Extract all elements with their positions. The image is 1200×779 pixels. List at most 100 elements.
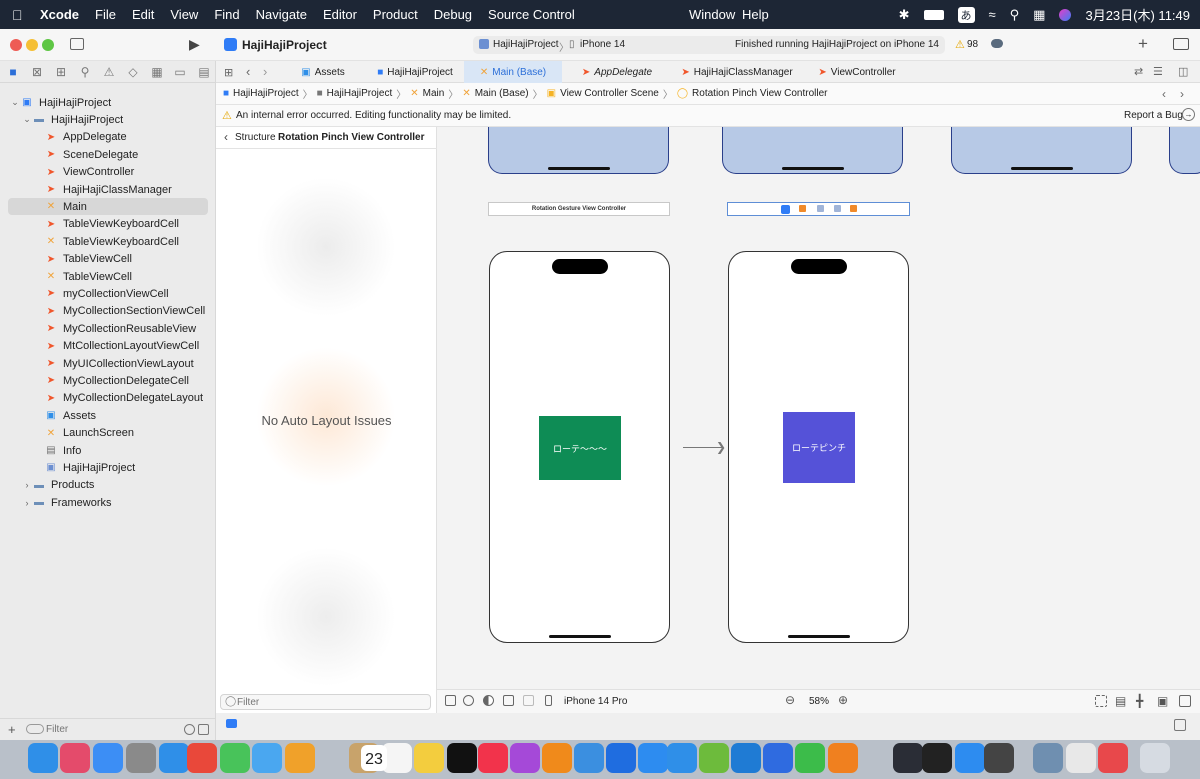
source-control-icon[interactable]: ⊠ (31, 65, 43, 79)
keynote-icon[interactable] (763, 743, 793, 773)
menu-source-control[interactable]: Source Control (488, 7, 575, 22)
recent-files-icon[interactable] (184, 724, 195, 735)
scene-phone-top[interactable] (1169, 127, 1200, 174)
battery-icon[interactable] (923, 9, 944, 20)
menubar-clock[interactable]: 3月23日(木) 11:49 (1085, 8, 1190, 23)
mail-icon[interactable] (93, 743, 123, 773)
menu-debug[interactable]: Debug (433, 7, 473, 22)
menu-help[interactable]: Help (742, 7, 769, 22)
scene-title-bar[interactable]: Rotation Gesture View Controller (488, 202, 670, 216)
report-icon[interactable]: ▤ (198, 65, 210, 79)
tree-item[interactable]: ✕TableViewKeyboardCell (0, 233, 216, 250)
vscode-icon[interactable] (731, 743, 761, 773)
gesture-icon[interactable] (817, 205, 824, 212)
menu-find[interactable]: Find (214, 7, 240, 22)
jump-file[interactable]: Main (422, 88, 445, 99)
rotation-pinch-view[interactable]: ローテピンチ (783, 412, 855, 483)
add-file-button[interactable]: + (8, 722, 16, 737)
photos-icon[interactable] (285, 743, 315, 773)
apple-menu-icon[interactable]:  (12, 7, 32, 23)
disclosure-icon[interactable]: ⌄ (23, 114, 31, 125)
run-button[interactable]: ▶ (189, 36, 200, 52)
segue-arrow-icon[interactable]: ❯ (716, 440, 727, 454)
arrow-right-circle-icon[interactable]: → (1182, 108, 1195, 121)
tree-item[interactable]: ➤MyUICollectionViewLayout (0, 355, 216, 372)
preview-icon[interactable] (1033, 743, 1063, 773)
gesture-icon[interactable] (834, 205, 841, 212)
outline-toggle-icon[interactable] (445, 695, 456, 706)
tree-item[interactable]: ➤AppDelegate (0, 129, 216, 146)
spotlight-icon[interactable]: ⚲ (1009, 6, 1020, 22)
close-window-button[interactable] (10, 39, 22, 51)
tree-item[interactable]: ➤MtCollectionLayoutViewCell (0, 338, 216, 355)
tree-item[interactable]: ➤TableViewCell (0, 251, 216, 268)
report-bug-link[interactable]: Report a Bug (1124, 110, 1183, 121)
debug-icon[interactable]: ▦ (151, 65, 163, 79)
keka-icon[interactable] (699, 743, 729, 773)
find-icon[interactable]: ⚲ (80, 65, 90, 79)
tree-item[interactable]: ➤MyCollectionReusableView (0, 320, 216, 337)
terminal-icon[interactable] (922, 743, 952, 773)
app-store-icon[interactable] (638, 743, 668, 773)
tree-item[interactable]: ✕Main (8, 198, 208, 216)
zoom-level[interactable]: 58% (809, 696, 830, 707)
numbers-icon[interactable] (795, 743, 825, 773)
menu-file[interactable]: File (95, 7, 116, 22)
warning-icon[interactable]: ⚠ (955, 39, 965, 51)
scene-phone-top[interactable] (488, 127, 669, 174)
back-button[interactable]: ‹ (246, 64, 251, 79)
notes-icon[interactable] (414, 743, 444, 773)
align-icon[interactable]: ▤ (1115, 694, 1127, 708)
launchpad-icon[interactable] (60, 743, 90, 773)
tab-appdelegate[interactable]: ➤AppDelegate (562, 61, 672, 83)
jump-localization[interactable]: Main (Base) (474, 88, 529, 99)
scm-filter-icon[interactable] (198, 724, 209, 735)
refresh-icon[interactable]: ⇄ (1134, 66, 1144, 78)
device-icon[interactable] (545, 695, 552, 706)
previous-issue-icon[interactable]: ‹ (1162, 87, 1166, 101)
tab-main-base[interactable]: ✕Main (Base) (464, 61, 562, 83)
tree-item[interactable]: ➤SceneDelegate (0, 146, 216, 163)
tree-item[interactable]: ➤HajiHajiClassManager (0, 181, 216, 198)
pages-icon[interactable] (828, 743, 858, 773)
debug-area-toggle[interactable] (226, 719, 237, 728)
navigator-filter-input[interactable] (46, 722, 176, 737)
exit-icon[interactable] (850, 205, 857, 212)
menu-app[interactable]: Xcode (40, 7, 80, 22)
inspector-toggle-icon[interactable] (1173, 38, 1189, 50)
zoom-out-icon[interactable]: ⊖ (785, 693, 796, 707)
tree-item[interactable]: ➤MyCollectionDelegateCell (0, 372, 216, 389)
menu-edit[interactable]: Edit (131, 7, 155, 22)
folder-icon[interactable]: ■ (9, 65, 17, 79)
jump-project[interactable]: HajiHajiProject (233, 88, 299, 99)
filter-options-icon[interactable] (26, 724, 44, 734)
simulator-icon[interactable] (606, 743, 636, 773)
storyboard-canvas[interactable]: Rotation Gesture View Controller ローテ〜〜〜 … (437, 127, 1200, 689)
tree-item[interactable]: ⌄▬HajiHajiProject (0, 111, 216, 128)
activity-view[interactable]: HajiHajiProject 〉 ▯ iPhone 14 Finished r… (473, 36, 945, 54)
update-frames-icon[interactable] (1095, 695, 1107, 707)
textedit-icon[interactable] (1066, 743, 1096, 773)
scene-phone-top[interactable] (722, 127, 903, 174)
github-icon[interactable] (893, 743, 923, 773)
chrome-icon[interactable] (187, 743, 217, 773)
scene-dock-bar[interactable] (727, 202, 910, 216)
rotation-pinch-phone[interactable]: ローテピンチ (728, 251, 909, 643)
zoom-icon[interactable] (955, 743, 985, 773)
cloud-icon[interactable] (991, 39, 1003, 48)
outline-back-button[interactable]: Structure (235, 132, 276, 143)
adjust-editor-icon[interactable]: ☰ (1153, 66, 1163, 78)
tree-item[interactable]: ➤MyCollectionDelegateLayout (0, 390, 216, 407)
canvas-device-name[interactable]: iPhone 14 Pro (564, 696, 628, 707)
calendar-icon[interactable]: 23 (361, 745, 387, 771)
symbol-icon[interactable]: ⊞ (55, 65, 67, 79)
zoom-in-icon[interactable]: ⊕ (838, 693, 849, 707)
tree-item[interactable]: ➤ViewController (0, 164, 216, 181)
sidebar-toggle-icon[interactable] (70, 38, 84, 50)
segue-line[interactable] (683, 447, 723, 448)
tree-item[interactable]: ›▬Products (0, 477, 216, 494)
add-constraints-icon[interactable]: ╋ (1136, 694, 1144, 708)
tree-item[interactable]: ›▬Frameworks (0, 494, 216, 511)
scheme-name[interactable]: HajiHajiProject (493, 39, 559, 50)
minimize-window-button[interactable] (26, 39, 38, 51)
